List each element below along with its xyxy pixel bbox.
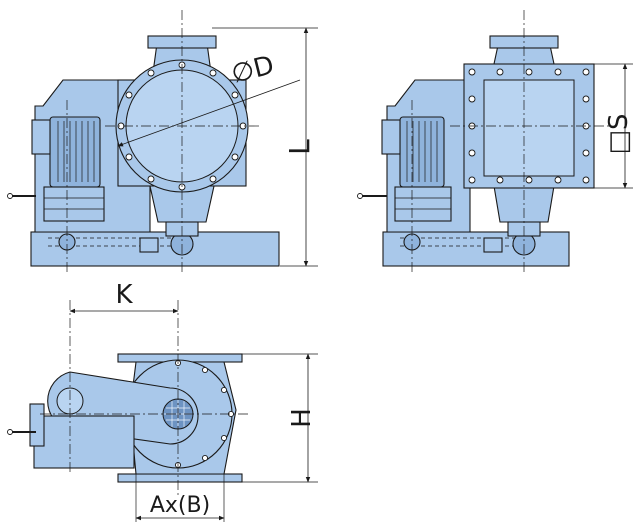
dimension-height-h: H	[242, 353, 318, 483]
front-motor-fins	[57, 121, 95, 182]
dimension-offset-k: K	[69, 280, 179, 314]
dimension-square-s: □S	[594, 63, 634, 189]
width-a-label: Ax(B)	[150, 493, 210, 518]
front-gearbox	[43, 186, 105, 222]
side-motor-fins	[406, 121, 438, 182]
dimension-height-l: L	[212, 27, 318, 267]
side-motor	[399, 116, 445, 188]
front-motor	[49, 116, 101, 188]
front-flange-bolts	[117, 61, 247, 191]
dimension-width-a: Ax(B)	[135, 474, 225, 522]
side-flange-bolts	[468, 68, 590, 184]
height-l-label: L	[283, 139, 316, 155]
square-s-label: □S	[604, 113, 634, 154]
plan-bottom-flange	[117, 473, 243, 483]
side-view	[357, 10, 610, 272]
plan-motor-block	[33, 415, 135, 469]
offset-k-label: K	[115, 280, 133, 310]
front-view	[7, 10, 280, 272]
front-terminal-box	[31, 119, 51, 155]
plan-view	[7, 300, 250, 498]
side-terminal-box	[381, 119, 401, 155]
diameter-d-label: ∅D	[228, 50, 277, 89]
side-gearbox	[394, 186, 452, 222]
height-h-label: H	[287, 408, 317, 428]
side-square-opening	[483, 79, 575, 177]
